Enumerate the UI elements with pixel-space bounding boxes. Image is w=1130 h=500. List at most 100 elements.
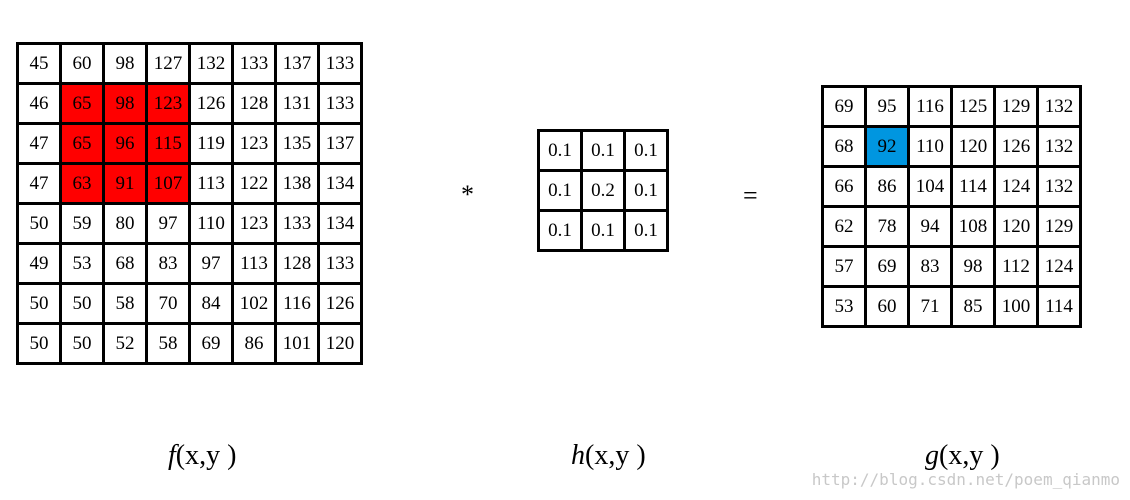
matrix-cell: 47 — [16, 162, 62, 205]
matrix-cell: 132 — [1036, 125, 1082, 168]
matrix-cell: 134 — [317, 162, 363, 205]
matrix-cell: 69 — [821, 85, 867, 128]
matrix-cell: 71 — [907, 285, 953, 328]
matrix-cell: 133 — [317, 242, 363, 285]
matrix-cell: 53 — [59, 242, 105, 285]
highlighted-cell: 123 — [145, 82, 191, 125]
matrix-cell: 120 — [317, 322, 363, 365]
watermark-url: http://blog.csdn.net/poem_qianmo — [811, 470, 1120, 489]
label-func: h — [571, 440, 585, 471]
matrix-cell: 83 — [907, 245, 953, 288]
matrix-cell: 57 — [821, 245, 867, 288]
matrix-cell: 95 — [864, 85, 910, 128]
matrix-cell: 126 — [993, 125, 1039, 168]
matrix-cell: 50 — [16, 202, 62, 245]
matrix-cell: 102 — [231, 282, 277, 325]
kernel-label: h(x,y ) — [571, 442, 646, 470]
matrix-cell: 49 — [16, 242, 62, 285]
highlighted-cell: 96 — [102, 122, 148, 165]
matrix-cell: 137 — [274, 42, 320, 85]
matrix-cell: 0.1 — [623, 209, 669, 252]
matrix-cell: 0.1 — [623, 169, 669, 212]
matrix-cell: 45 — [16, 42, 62, 85]
matrix-cell: 138 — [274, 162, 320, 205]
output-image-label: g(x,y ) — [925, 442, 1000, 470]
matrix-cell: 124 — [993, 165, 1039, 208]
matrix-cell: 0.1 — [580, 209, 626, 252]
highlighted-cell: 65 — [59, 122, 105, 165]
highlighted-cell: 65 — [59, 82, 105, 125]
matrix-cell: 114 — [1036, 285, 1082, 328]
matrix-cell: 85 — [950, 285, 996, 328]
label-func: f — [168, 440, 176, 471]
matrix-cell: 132 — [188, 42, 234, 85]
matrix-cell: 122 — [231, 162, 277, 205]
matrix-cell: 120 — [993, 205, 1039, 248]
highlighted-cell: 92 — [864, 125, 910, 168]
matrix-cell: 135 — [274, 122, 320, 165]
matrix-cell: 120 — [950, 125, 996, 168]
matrix-cell: 94 — [907, 205, 953, 248]
matrix-cell: 100 — [993, 285, 1039, 328]
matrix-cell: 126 — [188, 82, 234, 125]
matrix-cell: 133 — [231, 42, 277, 85]
matrix-cell: 0.1 — [580, 129, 626, 172]
matrix-cell: 50 — [59, 282, 105, 325]
highlighted-cell: 98 — [102, 82, 148, 125]
matrix-cell: 114 — [950, 165, 996, 208]
matrix-cell: 110 — [188, 202, 234, 245]
matrix-cell: 126 — [317, 282, 363, 325]
matrix-cell: 66 — [821, 165, 867, 208]
matrix-cell: 101 — [274, 322, 320, 365]
matrix-cell: 133 — [274, 202, 320, 245]
matrix-cell: 124 — [1036, 245, 1082, 288]
matrix-cell: 133 — [317, 42, 363, 85]
matrix-cell: 0.1 — [537, 169, 583, 212]
matrix-cell: 86 — [231, 322, 277, 365]
highlighted-cell: 107 — [145, 162, 191, 205]
matrix-cell: 58 — [102, 282, 148, 325]
matrix-cell: 119 — [188, 122, 234, 165]
matrix-cell: 116 — [907, 85, 953, 128]
matrix-cell: 47 — [16, 122, 62, 165]
matrix-cell: 134 — [317, 202, 363, 245]
matrix-cell: 108 — [950, 205, 996, 248]
matrix-cell: 0.2 — [580, 169, 626, 212]
matrix-cell: 0.1 — [537, 129, 583, 172]
matrix-cell: 123 — [231, 122, 277, 165]
label-args: (x,y ) — [175, 440, 237, 471]
matrix-cell: 125 — [950, 85, 996, 128]
matrix-cell: 60 — [59, 42, 105, 85]
matrix-cell: 131 — [274, 82, 320, 125]
matrix-cell: 86 — [864, 165, 910, 208]
matrix-cell: 110 — [907, 125, 953, 168]
matrix-cell: 127 — [145, 42, 191, 85]
highlighted-cell: 91 — [102, 162, 148, 205]
matrix-cell: 68 — [102, 242, 148, 285]
highlighted-cell: 63 — [59, 162, 105, 205]
matrix-cell: 52 — [102, 322, 148, 365]
matrix-cell: 128 — [274, 242, 320, 285]
matrix-cell: 98 — [102, 42, 148, 85]
matrix-cell: 80 — [102, 202, 148, 245]
matrix-cell: 0.1 — [537, 209, 583, 252]
matrix-cell: 129 — [993, 85, 1039, 128]
